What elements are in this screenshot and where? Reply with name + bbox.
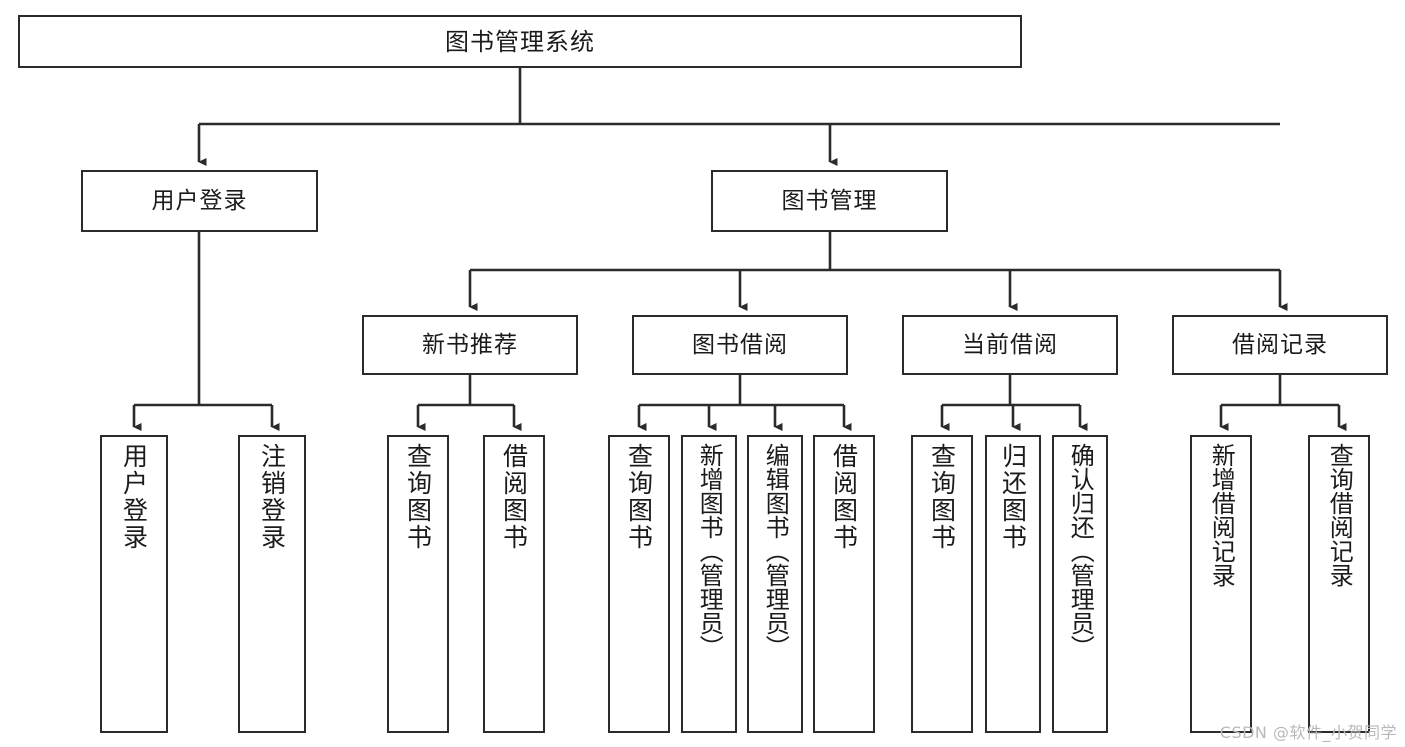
node-leaf-7[interactable]: 借阅图书 xyxy=(813,435,875,733)
node-level2-1-label: 图书管理 xyxy=(781,187,878,214)
node-level3-0[interactable]: 新书推荐 xyxy=(362,315,578,375)
node-leaf-12[interactable]: 查询借阅记录 xyxy=(1308,435,1370,733)
node-level3-1-label: 图书借阅 xyxy=(692,331,788,358)
csdn-watermark: CSDN @软件_小贺同学 xyxy=(1219,723,1397,742)
node-leaf-0-label: 用户登录 xyxy=(119,443,149,551)
node-leaf-3-label: 借阅图书 xyxy=(499,443,529,551)
node-level3-2-label: 当前借阅 xyxy=(962,331,1058,358)
node-level3-0-label: 新书推荐 xyxy=(422,331,518,358)
node-leaf-4-label: 查询图书 xyxy=(624,443,654,551)
node-leaf-11[interactable]: 新增借阅记录 xyxy=(1190,435,1252,733)
node-leaf-1-label: 注销登录 xyxy=(257,443,287,551)
node-leaf-5[interactable]: 新增图书（管理员） xyxy=(681,435,737,733)
node-root[interactable]: 图书管理系统 xyxy=(18,15,1022,68)
node-leaf-6-label: 编辑图书（管理员） xyxy=(761,443,790,659)
node-leaf-5-label: 新增图书（管理员） xyxy=(695,443,724,659)
node-leaf-3[interactable]: 借阅图书 xyxy=(483,435,545,733)
node-leaf-9-label: 归还图书 xyxy=(998,443,1028,551)
node-leaf-0[interactable]: 用户登录 xyxy=(100,435,168,733)
node-leaf-8-label: 查询图书 xyxy=(927,443,957,551)
node-leaf-10-label: 确认归还（管理员） xyxy=(1066,443,1095,659)
node-leaf-4[interactable]: 查询图书 xyxy=(608,435,670,733)
node-leaf-12-label: 查询借阅记录 xyxy=(1325,443,1354,587)
node-level3-3-label: 借阅记录 xyxy=(1232,331,1328,358)
node-level3-1[interactable]: 图书借阅 xyxy=(632,315,848,375)
node-leaf-6[interactable]: 编辑图书（管理员） xyxy=(747,435,803,733)
node-level3-2[interactable]: 当前借阅 xyxy=(902,315,1118,375)
node-level2-1[interactable]: 图书管理 xyxy=(711,170,948,232)
node-leaf-11-label: 新增借阅记录 xyxy=(1207,443,1236,587)
node-leaf-1[interactable]: 注销登录 xyxy=(238,435,306,733)
node-leaf-2[interactable]: 查询图书 xyxy=(387,435,449,733)
node-level2-0[interactable]: 用户登录 xyxy=(81,170,318,232)
node-leaf-10[interactable]: 确认归还（管理员） xyxy=(1052,435,1108,733)
node-level2-0-label: 用户登录 xyxy=(151,187,248,214)
node-leaf-2-label: 查询图书 xyxy=(403,443,433,551)
node-leaf-9[interactable]: 归还图书 xyxy=(985,435,1041,733)
node-leaf-7-label: 借阅图书 xyxy=(829,443,859,551)
node-level3-3[interactable]: 借阅记录 xyxy=(1172,315,1388,375)
node-leaf-8[interactable]: 查询图书 xyxy=(911,435,973,733)
node-root-label: 图书管理系统 xyxy=(445,27,595,56)
